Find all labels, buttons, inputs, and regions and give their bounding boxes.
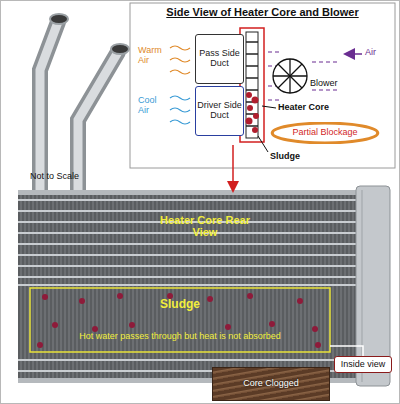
callout-box: Inside view	[334, 356, 392, 373]
note: Not to Scale	[30, 172, 79, 182]
sludge-dots	[37, 293, 321, 348]
part-label: Heater Core	[278, 103, 329, 113]
callout-ellipse: Partial Blockage	[270, 122, 380, 144]
sludge-band: SludgeHot water passes through but heat …	[30, 288, 330, 352]
diagram-title: Side View of Heater Core and Blower	[130, 6, 395, 18]
inset-photo: Core Clogged	[212, 367, 330, 401]
duct-box: Driver Side Duct	[195, 86, 244, 136]
air-label: Warm Air	[138, 46, 168, 66]
node-heading: Partial Blockage	[292, 128, 357, 138]
part-label: Blower	[310, 79, 338, 89]
node-text: Hot water passes through but heat is not…	[79, 332, 281, 342]
part-label: Sludge	[270, 152, 300, 162]
node-heading: Inside view	[341, 360, 386, 370]
duct-box: Pass Side Duct	[195, 34, 244, 84]
air-label: Cool Air	[138, 96, 168, 116]
leader-connector	[330, 346, 363, 356]
view-label: Heater Core Rear View	[160, 214, 250, 238]
node-heading: Sludge	[160, 298, 200, 311]
pointer-arrow	[232, 145, 234, 190]
air-label: Air	[365, 48, 376, 58]
node-heading: Pass Side Duct	[196, 49, 243, 69]
node-heading: Core Clogged	[243, 379, 299, 389]
node-heading: Driver Side Duct	[196, 101, 243, 121]
side-view-inset	[130, 3, 395, 168]
sludge-band-outline	[30, 288, 330, 352]
